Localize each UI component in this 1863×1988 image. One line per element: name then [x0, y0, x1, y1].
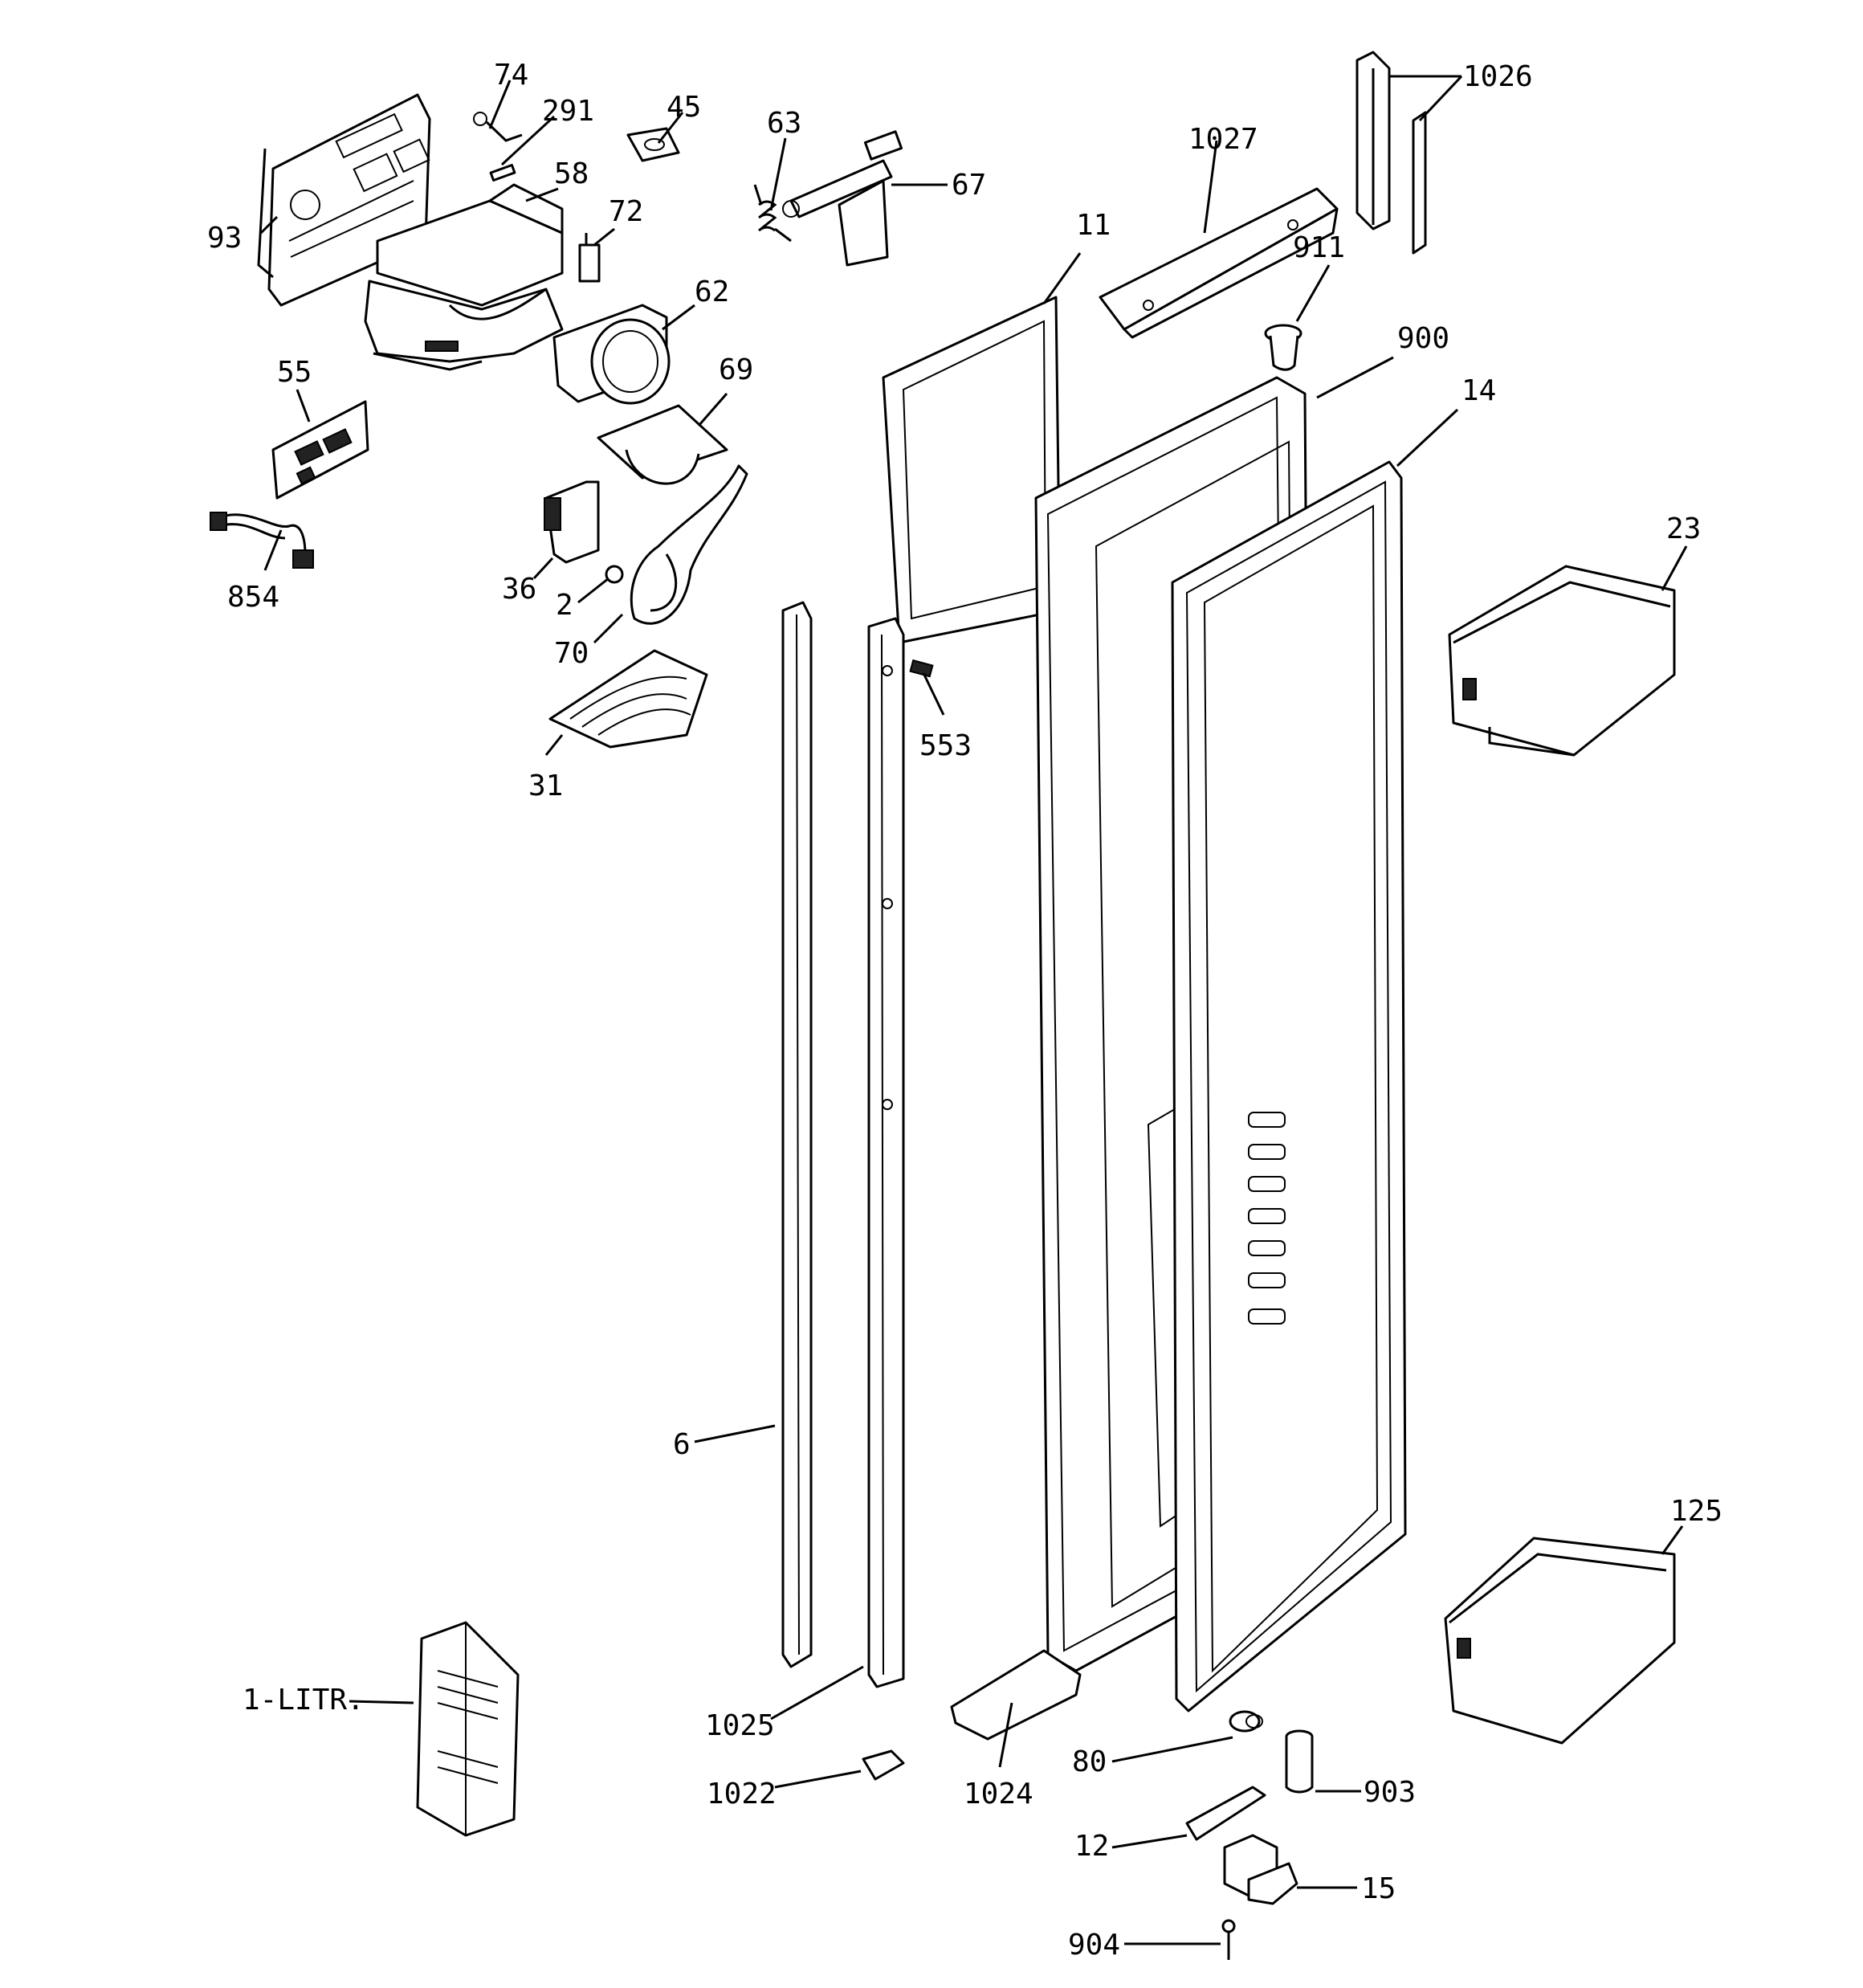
part-12-shim — [1185, 1786, 1266, 1841]
label-291: 291 — [542, 95, 594, 128]
label-80: 80 — [1072, 1745, 1107, 1778]
label-1-litr: 1-LITR. — [243, 1684, 365, 1717]
part-11-frame — [882, 296, 1062, 644]
part-14-gasket — [1171, 460, 1407, 1712]
part-74-spring — [473, 112, 523, 142]
callout-labels: 74 291 45 63 67 1026 1027 58 72 93 11 91… — [207, 59, 1722, 1961]
part-80-bushing — [1229, 1710, 1263, 1733]
part-67-lever — [782, 130, 903, 267]
part-291-screw — [489, 164, 516, 182]
part-23-bin — [1448, 565, 1676, 757]
label-74: 74 — [494, 59, 528, 92]
label-1025: 1025 — [705, 1709, 775, 1742]
label-31: 31 — [528, 769, 563, 802]
part-door-clips — [1248, 1112, 1286, 1325]
label-67: 67 — [952, 169, 986, 202]
label-63: 63 — [767, 107, 801, 140]
part-904-screw — [1221, 1919, 1236, 1960]
part-1025-channel — [867, 617, 905, 1688]
part-63-spring — [753, 184, 792, 243]
part-1024-hinge-plate — [950, 1649, 1082, 1741]
label-911: 911 — [1293, 231, 1345, 264]
part-70-paddle — [630, 464, 748, 625]
label-553: 553 — [919, 729, 972, 762]
part-72-switch — [578, 233, 601, 283]
part-854-wire-harness — [210, 512, 314, 569]
part-903-hinge-pin — [1285, 1729, 1314, 1794]
leader-lines — [259, 75, 1688, 1945]
label-58: 58 — [554, 157, 589, 190]
part-45-bracket — [626, 127, 680, 162]
part-36-bracket — [544, 480, 600, 564]
label-1022: 1022 — [707, 1778, 777, 1810]
label-904: 904 — [1068, 1929, 1120, 1961]
label-36: 36 — [502, 573, 536, 606]
label-45: 45 — [667, 91, 701, 124]
label-12: 12 — [1074, 1830, 1109, 1863]
part-1026-trim — [1355, 51, 1427, 255]
part-69-funnel — [597, 404, 728, 485]
label-854: 854 — [227, 581, 279, 614]
label-14: 14 — [1461, 374, 1496, 407]
part-2-screw — [605, 565, 624, 584]
label-93: 93 — [207, 222, 242, 255]
part-1-litr-booklet — [416, 1621, 520, 1837]
label-23: 23 — [1666, 512, 1701, 545]
label-2: 2 — [556, 589, 573, 622]
part-553-screw — [909, 659, 934, 678]
part-62-chute-ring — [552, 304, 671, 405]
label-55: 55 — [277, 356, 312, 389]
label-72: 72 — [609, 195, 643, 228]
label-15: 15 — [1361, 1872, 1396, 1905]
label-6: 6 — [673, 1428, 691, 1461]
part-31-drip-tray — [548, 649, 708, 749]
part-1022-clip — [862, 1749, 905, 1781]
label-903: 903 — [1364, 1776, 1416, 1809]
label-11: 11 — [1076, 209, 1111, 242]
label-1026: 1026 — [1463, 60, 1533, 93]
part-6-gasket-strip — [781, 601, 813, 1668]
label-70: 70 — [554, 637, 589, 670]
part-15-hinge — [1223, 1834, 1298, 1905]
label-900: 900 — [1397, 322, 1449, 355]
label-62: 62 — [695, 276, 729, 308]
part-1027-cap — [1099, 187, 1339, 339]
part-58-housing — [364, 183, 564, 371]
part-55-board — [271, 400, 369, 500]
label-69: 69 — [719, 353, 753, 386]
part-125-bin — [1444, 1537, 1676, 1745]
label-1024: 1024 — [964, 1778, 1033, 1810]
label-125: 125 — [1670, 1495, 1722, 1528]
label-1027: 1027 — [1188, 123, 1258, 156]
part-911-bushing — [1264, 324, 1302, 371]
